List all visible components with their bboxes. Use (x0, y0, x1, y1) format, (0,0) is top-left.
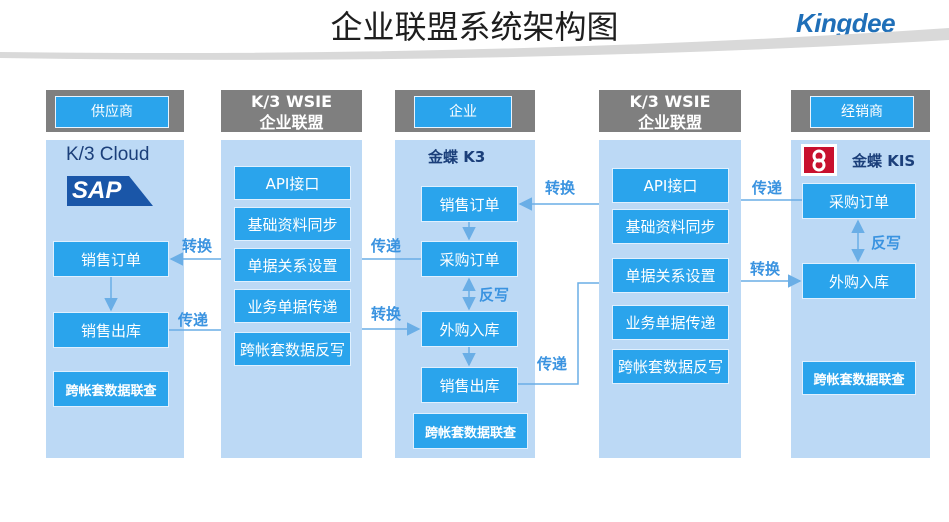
k3cloud-logo: K/3 Cloud (66, 144, 150, 165)
label-convert-3: 转换 (545, 179, 576, 197)
kis-logo-mark (801, 144, 837, 176)
label-transfer-4: 传递 (752, 179, 783, 197)
wsie-right-doc-relation: 单据关系设置 (612, 258, 729, 293)
label-convert-2: 转换 (371, 305, 402, 323)
wsie-left-header-line2: 企业联盟 (259, 113, 324, 132)
dealer-purchase-order: 采购订单 (802, 183, 916, 219)
dealer-cross-query: 跨帐套数据联查 (802, 361, 916, 395)
kingdee-k3-logo: 金蝶 K3 (428, 148, 486, 166)
wsie-right-header-line1: K/3 WSIE (629, 92, 711, 111)
wsie-right-basic-sync: 基础资料同步 (612, 209, 729, 244)
wsie-left-doc-transfer: 业务单据传递 (234, 289, 351, 323)
sap-logo: SAP (67, 176, 153, 206)
wsie-right-header-line2: 企业联盟 (637, 113, 702, 132)
enterprise-header: 企业 (414, 96, 512, 128)
wsie-right-writeback: 跨帐套数据反写 (612, 349, 729, 384)
page-title: 企业联盟系统架构图 (330, 8, 619, 46)
supplier-sales-order: 销售订单 (53, 241, 169, 277)
kingdee-kis-logo: 金蝶 KIS (852, 152, 916, 170)
label-convert-4: 转换 (750, 260, 781, 278)
enterprise-cross-query: 跨帐套数据联查 (413, 413, 528, 449)
label-transfer-2: 传递 (371, 237, 402, 255)
wsie-left-header-panel (221, 90, 362, 132)
wsie-right-header-panel (599, 90, 741, 132)
label-writeback-1: 反写 (479, 286, 510, 304)
enterprise-purchase-order: 采购订单 (421, 241, 518, 277)
wsie-left-header-line1: K/3 WSIE (251, 92, 332, 111)
enterprise-sales-order: 销售订单 (421, 186, 518, 222)
enterprise-purchase-inbound: 外购入库 (421, 311, 518, 347)
supplier-sales-outbound: 销售出库 (53, 312, 169, 348)
label-transfer-3: 传递 (537, 355, 568, 373)
supplier-header: 供应商 (55, 96, 169, 128)
wsie-right-api: API接口 (612, 168, 729, 203)
label-convert-1: 转换 (182, 237, 213, 255)
enterprise-sales-outbound: 销售出库 (421, 367, 518, 403)
label-writeback-2: 反写 (871, 234, 902, 252)
wsie-left-doc-relation: 单据关系设置 (234, 248, 351, 282)
supplier-cross-query: 跨帐套数据联查 (53, 371, 169, 407)
dealer-header: 经销商 (810, 96, 914, 128)
wsie-left-api: API接口 (234, 166, 351, 200)
wsie-right-doc-transfer: 业务单据传递 (612, 305, 729, 340)
wsie-left-writeback: 跨帐套数据反写 (234, 332, 351, 366)
header-swoosh (0, 28, 949, 60)
label-transfer-1: 传递 (178, 311, 209, 329)
dealer-purchase-inbound: 外购入库 (802, 263, 916, 299)
wsie-left-basic-sync: 基础资料同步 (234, 207, 351, 241)
